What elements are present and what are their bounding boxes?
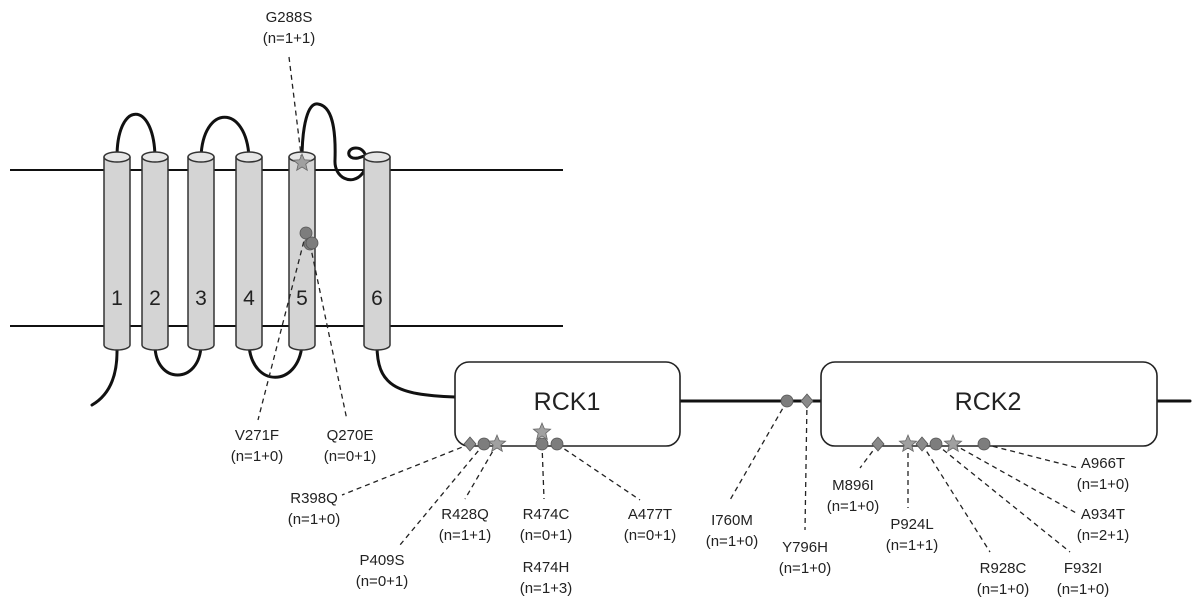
variant-name-r474h: R474H — [523, 559, 570, 576]
variant-name-a966t: A966T — [1081, 455, 1125, 472]
variant-name-y796h: Y796H — [782, 539, 828, 556]
variant-count-a934t: (n=2+1) — [1077, 527, 1130, 544]
variant-name-f932i: F932I — [1064, 560, 1102, 577]
leader-r428q — [465, 444, 497, 499]
variant-count-r928c: (n=1+0) — [977, 581, 1030, 598]
variant-name-p924l: P924L — [890, 516, 933, 533]
marker-p409s — [478, 438, 490, 450]
marker-r474c — [536, 438, 548, 450]
variant-count-p409s: (n=0+1) — [356, 573, 409, 590]
variant-name-r474c: R474C — [523, 506, 570, 523]
variant-count-r428q: (n=1+1) — [439, 527, 492, 544]
tm-segment-label-6: 6 — [371, 287, 383, 310]
rck1-label: RCK1 — [534, 388, 601, 416]
tm-helix-3: 3 — [188, 152, 214, 350]
tm-segment-label-5: 5 — [296, 287, 308, 310]
tm-segment-label-1: 1 — [111, 287, 123, 310]
variant-name-q270e: Q270E — [327, 427, 374, 444]
variant-name-a477t: A477T — [628, 506, 672, 523]
leader-r474c — [542, 444, 544, 499]
marker-i760m — [781, 395, 793, 407]
variant-count-p924l: (n=1+1) — [886, 537, 939, 554]
variant-count-q270e: (n=0+1) — [324, 448, 377, 465]
variant-name-r928c: R928C — [980, 560, 1027, 577]
variant-count-v271f: (n=1+0) — [231, 448, 284, 465]
variant-name-m896i: M896I — [832, 477, 874, 494]
variant-count-f932i: (n=1+0) — [1057, 581, 1110, 598]
variant-name-i760m: I760M — [711, 512, 753, 529]
transmembrane-helices: 1 2 3 4 5 6 — [104, 152, 390, 350]
leader-i760m — [730, 401, 787, 500]
leader-a477t — [557, 444, 640, 500]
tm-helix-6: 6 — [364, 152, 390, 350]
marker-a477t — [551, 438, 563, 450]
leader-y796h — [805, 401, 807, 530]
tm-segment-label-4: 4 — [243, 287, 255, 310]
variant-count-g288s: (n=1+1) — [263, 30, 316, 47]
variant-name-a934t: A934T — [1081, 506, 1125, 523]
marker-a966t — [978, 438, 990, 450]
variant-count-r474c: (n=0+1) — [520, 527, 573, 544]
variant-count-a966t: (n=1+0) — [1077, 476, 1130, 493]
tm-segment-label-3: 3 — [195, 287, 207, 310]
variant-name-p409s: P409S — [359, 552, 404, 569]
variant-name-v271f: V271F — [235, 427, 279, 444]
tm-helix-4: 4 — [236, 152, 262, 350]
leader-r928c — [922, 444, 990, 552]
tm-helix-2: 2 — [142, 152, 168, 350]
variant-count-r398q: (n=1+0) — [288, 511, 341, 528]
variant-count-r474h: (n=1+3) — [520, 580, 573, 597]
tm-helix-1: 1 — [104, 152, 130, 350]
variant-count-m896i: (n=1+0) — [827, 498, 880, 515]
variant-count-i760m: (n=1+0) — [706, 533, 759, 550]
variant-name-r398q: R398Q — [290, 490, 338, 507]
tm-segment-label-2: 2 — [149, 287, 161, 310]
rck2-label: RCK2 — [955, 388, 1022, 416]
marker-q270e-dot — [306, 237, 318, 249]
variant-count-a477t: (n=0+1) — [624, 527, 677, 544]
marker-f932i — [930, 438, 942, 450]
leader-a966t — [984, 444, 1078, 468]
variant-name-g288s: G288S — [266, 9, 313, 26]
leader-a934t — [953, 444, 1078, 514]
leader-g288s — [289, 57, 302, 163]
marker-y796h — [801, 394, 813, 408]
variant-count-y796h: (n=1+0) — [779, 560, 832, 577]
variant-name-r428q: R428Q — [441, 506, 489, 523]
